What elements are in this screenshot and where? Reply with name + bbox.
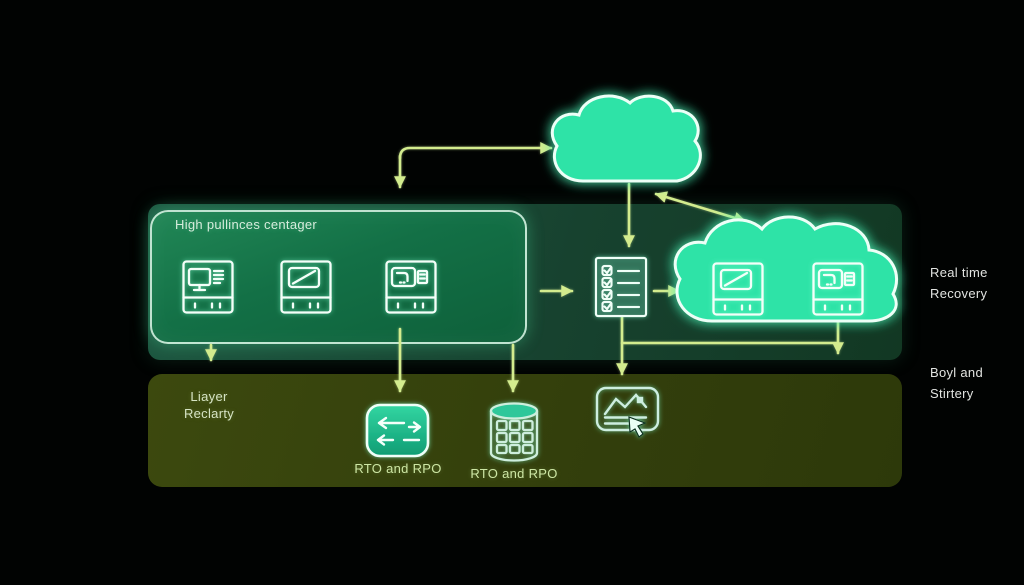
realtime-label-line1: Real time xyxy=(930,265,988,280)
strategy-label-line2: Stirtery xyxy=(930,386,974,401)
strategy-label-line1: Boyl and xyxy=(930,365,983,380)
lower-band-label-line2: Reclarty xyxy=(183,406,235,421)
rto-rpo-label-left: RTO and RPO xyxy=(354,461,442,476)
arrow-box-to-cloud xyxy=(398,142,553,160)
realtime-label-line2: Recovery xyxy=(930,286,988,301)
strategy-label: Boyl and Stirtery xyxy=(930,362,983,404)
cloud-icon xyxy=(550,94,702,183)
rto-rpo-label-right: RTO and RPO xyxy=(470,466,558,481)
lower-band-label: Liayer Reclarty xyxy=(170,388,248,422)
primary-box-title: High pullinces centager xyxy=(175,217,318,232)
lower-band-label-line1: Liayer xyxy=(190,389,228,404)
realtime-recovery-label: Real time Recovery xyxy=(930,262,988,304)
